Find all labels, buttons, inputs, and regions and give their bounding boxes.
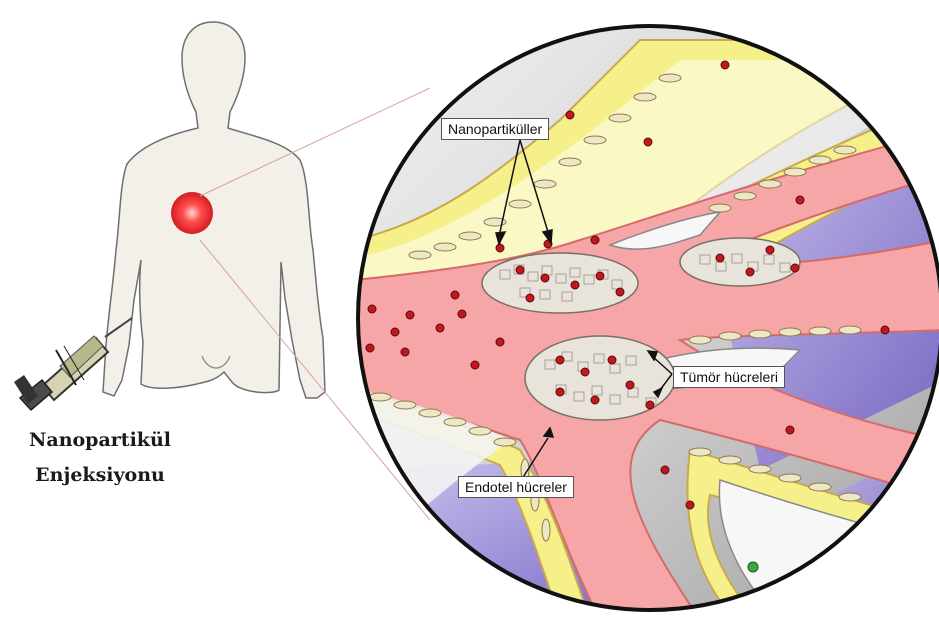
caption-line-1: Nanopartikül bbox=[29, 429, 171, 451]
label-endothelial-cells: Endotel hücreler bbox=[458, 476, 574, 498]
tumor-spot bbox=[171, 192, 213, 234]
label-nanoparticles: Nanopartiküller bbox=[441, 118, 549, 140]
caption-line-2: Enjeksiyonu bbox=[35, 464, 165, 486]
human-body bbox=[103, 22, 325, 398]
label-tumor-cells: Tümör hücreleri bbox=[673, 366, 785, 388]
green-particle bbox=[748, 562, 758, 572]
